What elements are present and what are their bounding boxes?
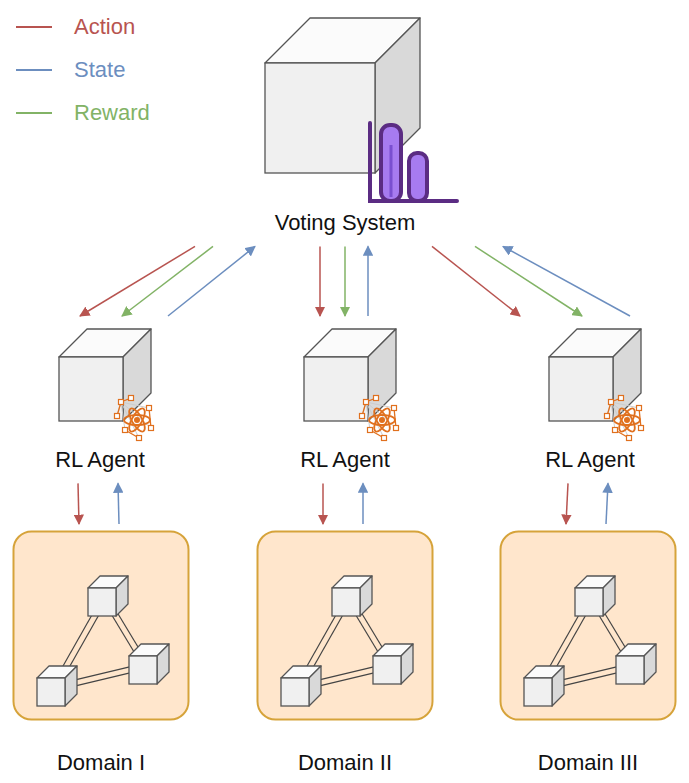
reward-arrow (344, 246, 346, 316)
agent-icon (35, 322, 165, 447)
domain-icon (499, 530, 677, 750)
legend-label: Action (74, 14, 135, 40)
rl-agent: RL Agent (31, 322, 169, 473)
reward-arrow (122, 246, 213, 316)
action-arrow (566, 483, 568, 524)
state-arrow (367, 246, 369, 316)
node-label: Domain III (495, 750, 681, 776)
legend-entry: State (12, 55, 212, 85)
legend-line-sample (12, 98, 62, 128)
vote-icon (225, 5, 465, 210)
state-arrow (362, 483, 364, 524)
state-arrow (168, 246, 255, 316)
state-arrow (503, 246, 630, 316)
state-arrow (606, 483, 608, 524)
domain-box: Domain I (8, 530, 194, 776)
agent-icon (525, 322, 655, 447)
domain-icon (256, 530, 434, 750)
action-arrow (80, 246, 195, 316)
legend-label: State (74, 57, 125, 83)
legend-line-sample (12, 12, 62, 42)
node-label: Voting System (221, 210, 469, 236)
legend-entry: Action (12, 12, 212, 42)
legend-entry: Reward (12, 98, 212, 128)
rl-agent: RL Agent (521, 322, 659, 473)
agent-icon (280, 322, 410, 447)
action-arrow (432, 246, 520, 316)
domain-box: Domain II (252, 530, 438, 776)
action-arrow (319, 246, 321, 316)
legend-line-sample (12, 55, 62, 85)
node-label: RL Agent (521, 447, 659, 473)
node-label: RL Agent (31, 447, 169, 473)
voting-system: Voting System (221, 5, 469, 236)
action-arrow (322, 483, 324, 524)
node-label: RL Agent (276, 447, 414, 473)
domain-box: Domain III (495, 530, 681, 776)
state-arrow (118, 483, 119, 524)
node-label: Domain I (8, 750, 194, 776)
domain-icon (12, 530, 190, 750)
node-label: Domain II (252, 750, 438, 776)
rl-agent: RL Agent (276, 322, 414, 473)
action-arrow (78, 483, 79, 524)
legend-label: Reward (74, 100, 150, 126)
